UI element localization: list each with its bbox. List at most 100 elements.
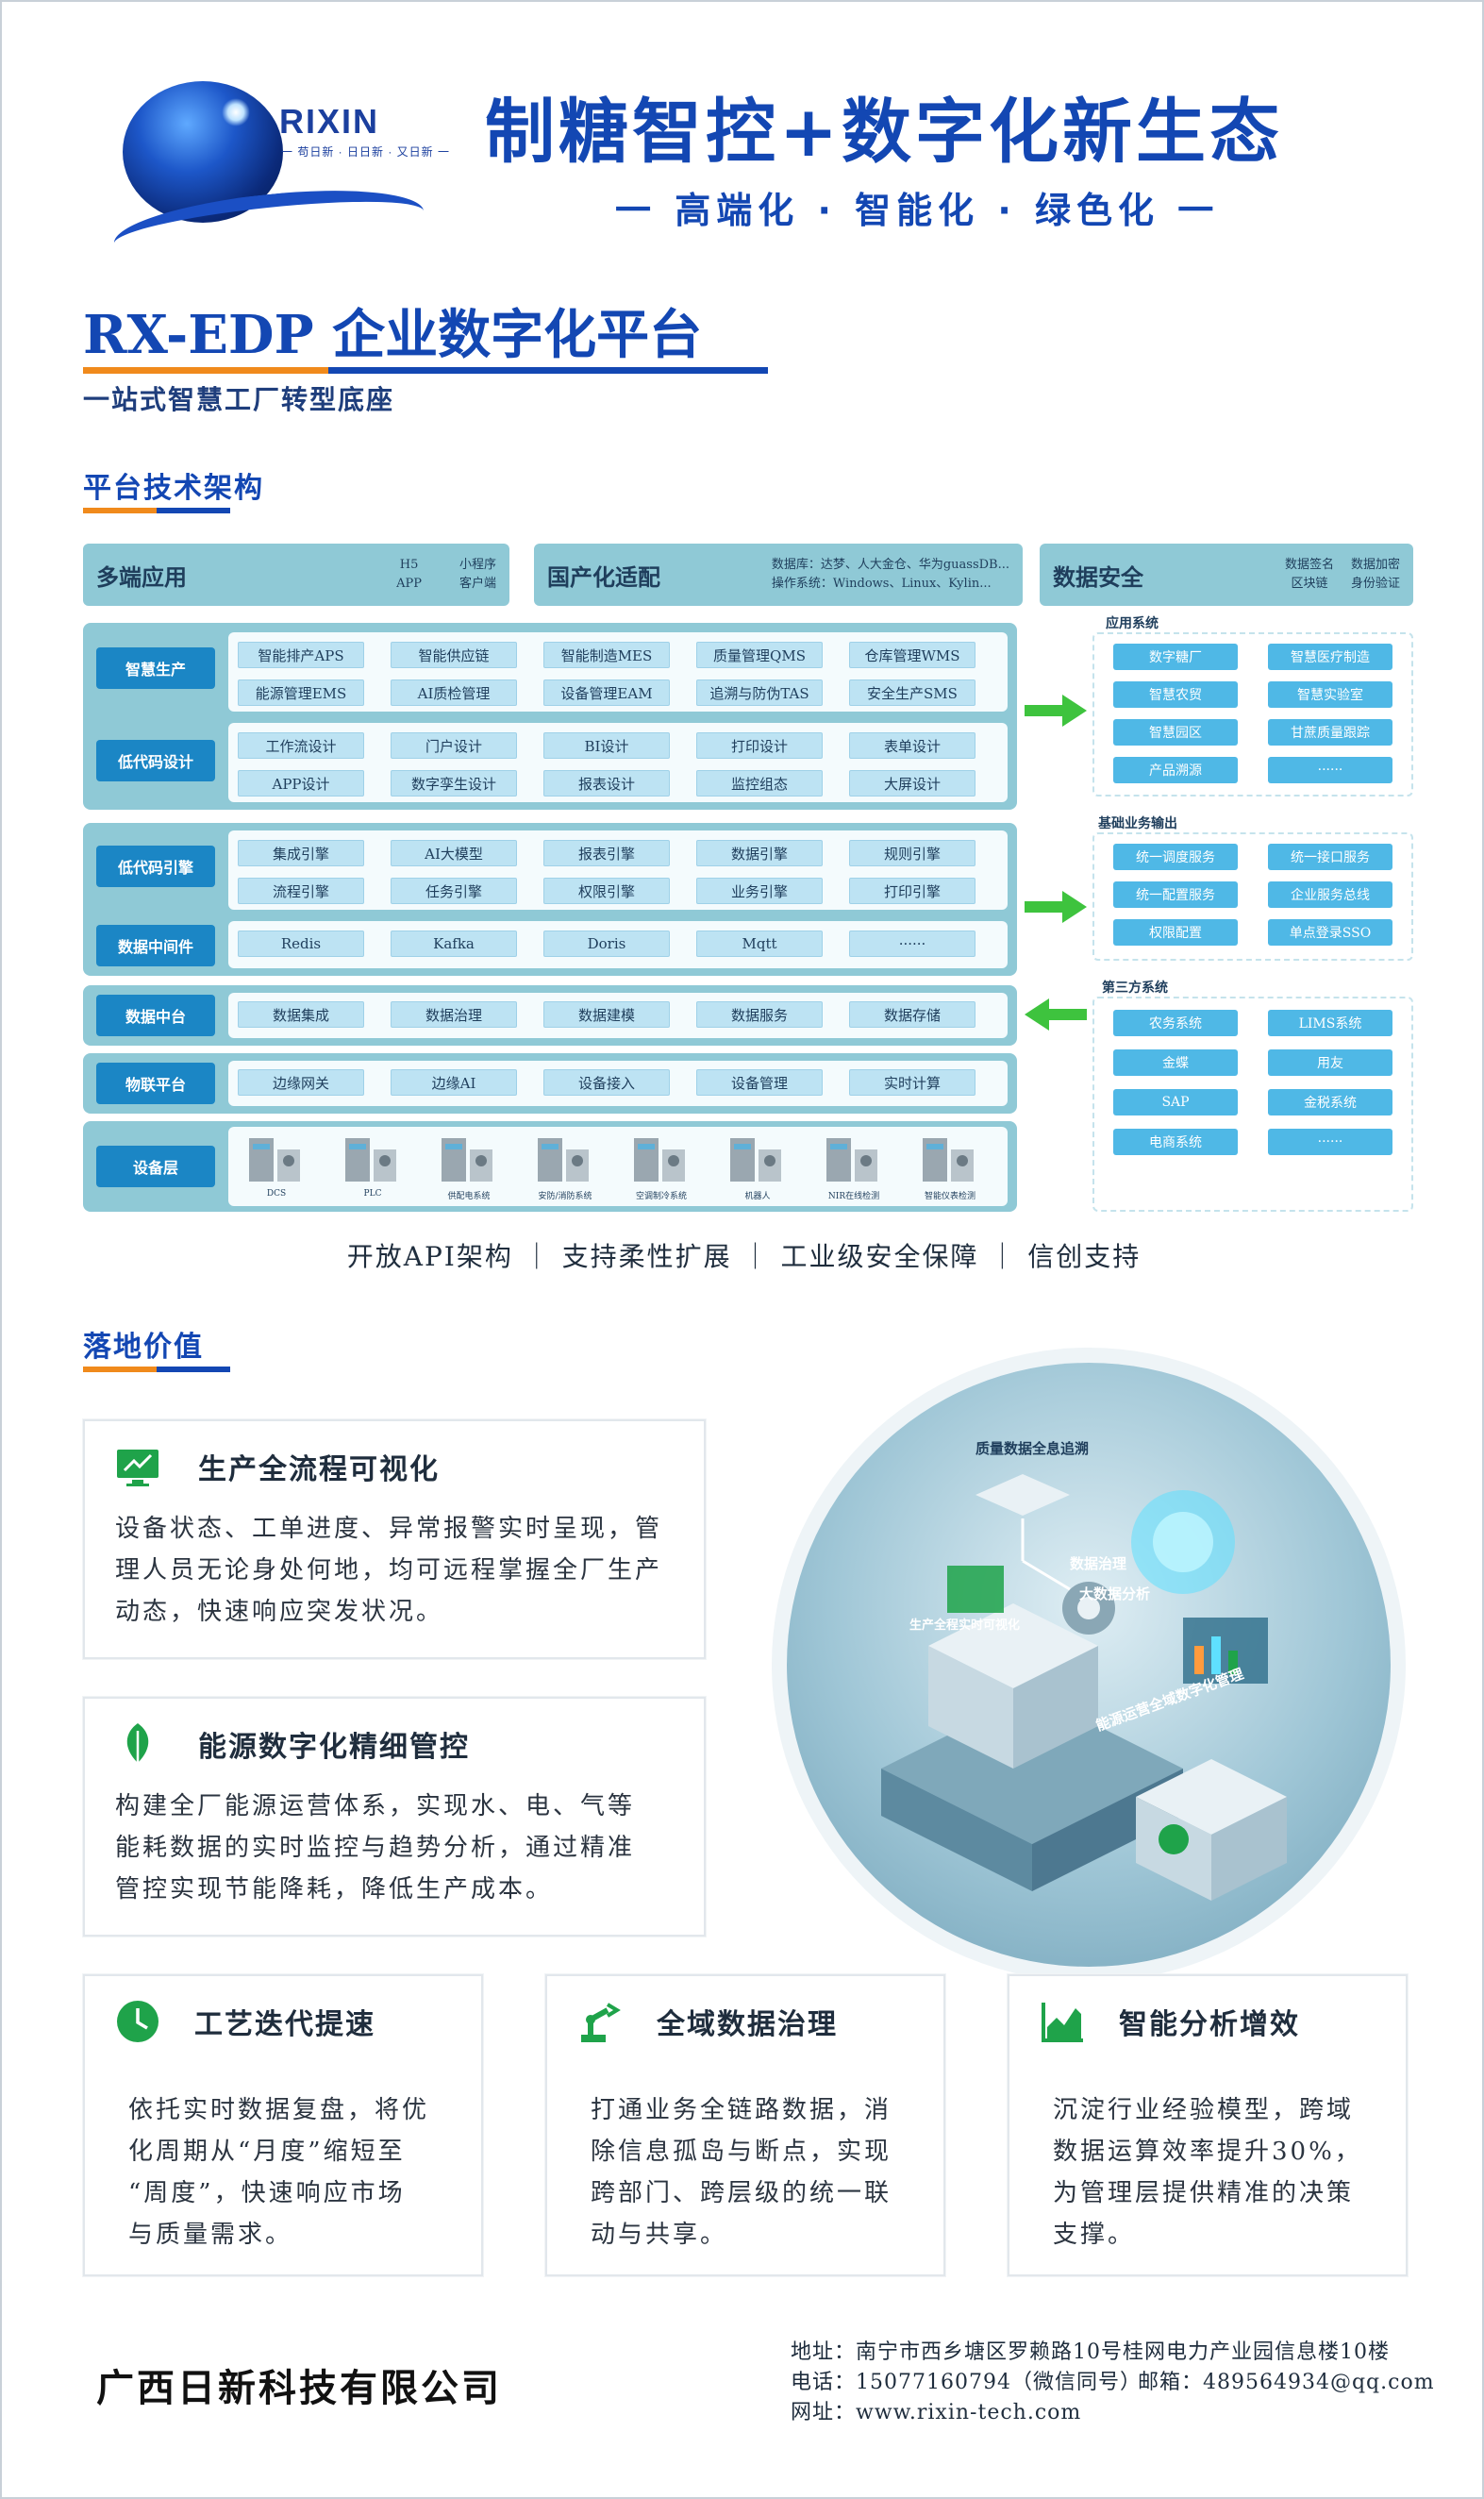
monitor-icon bbox=[117, 1450, 158, 1486]
arrow-right-icon bbox=[1025, 891, 1087, 923]
module-chip: 数字孪生设计 bbox=[391, 770, 517, 797]
img-label-bigdata: 大数据分析 bbox=[1079, 1585, 1150, 1602]
card-title: 工艺迭代提速 bbox=[194, 2008, 375, 2041]
tag-lowcode-design: 低代码设计 bbox=[96, 740, 215, 781]
module-chip: 监控组态 bbox=[696, 770, 823, 797]
img-label-governance: 数据治理 bbox=[1070, 1555, 1126, 1572]
card-line: 动与共享。 bbox=[591, 2221, 728, 2249]
value-card-visualization: 生产全流程可视化 设备状态、工单进度、异常报警实时呈现，管 理人员无论身处何地，… bbox=[83, 1419, 706, 1659]
device-label: 机器人 bbox=[744, 1192, 771, 1201]
card-line: “周度”，快速响应市场 bbox=[128, 2179, 406, 2207]
domestic-adapt-block: 国产化适配 数据库：达梦、人大金仓、华为guassDB... 操作系统：Wind… bbox=[534, 544, 1023, 606]
base-service-chip: 统一配置服务 bbox=[1113, 881, 1238, 908]
module-chip: 报表设计 bbox=[543, 770, 670, 797]
company-website[interactable]: 网址：www.rixin-tech.com bbox=[791, 2401, 1082, 2424]
app-system-chip: 智慧医疗制造 bbox=[1268, 644, 1392, 670]
device-icon bbox=[345, 1138, 396, 1182]
third-party-chip: 农务系统 bbox=[1113, 1010, 1238, 1036]
tag-device-layer: 设备层 bbox=[96, 1146, 215, 1187]
device-label: 空调制冷系统 bbox=[635, 1192, 687, 1201]
company-email: 邮箱：489564934@qq.com bbox=[1138, 2371, 1435, 2394]
client-label: 客户端 bbox=[459, 577, 496, 591]
device-icon bbox=[442, 1138, 492, 1182]
base-service-chip: 权限配置 bbox=[1113, 919, 1238, 946]
card-title: 能源数字化精细管控 bbox=[198, 1731, 470, 1764]
arrow-left-icon bbox=[1025, 998, 1087, 1031]
clock-icon bbox=[117, 2001, 158, 2042]
data-security-title: 数据安全 bbox=[1053, 562, 1143, 591]
module-chip: 智能制造MES bbox=[543, 642, 670, 668]
section-underline-accent bbox=[83, 1367, 157, 1372]
module-chip: 智能供应链 bbox=[391, 642, 517, 668]
tag-data-middleware: 数据中间件 bbox=[96, 925, 215, 966]
data-center-chip: 数据建模 bbox=[543, 1001, 670, 1028]
logo-slogan: 一 苟日新 · 日日新 · 又日新 一 bbox=[281, 145, 450, 159]
device-label: PLC bbox=[363, 1189, 382, 1199]
module-chip: 集成引擎 bbox=[238, 840, 364, 866]
module-chip: 任务引擎 bbox=[391, 878, 517, 904]
card-line: 打通业务全链路数据，消 bbox=[591, 2096, 892, 2124]
module-chip: 表单设计 bbox=[849, 732, 975, 759]
robot-arm-icon bbox=[581, 2003, 621, 2042]
device-label: 供配电系统 bbox=[447, 1192, 491, 1201]
card-line: 与质量需求。 bbox=[128, 2221, 293, 2249]
card-body: 沉淀行业经验模型，跨域 数据运算效率提升30%， 为管理层提供精准的决策 支撑。 bbox=[1053, 2089, 1362, 2256]
module-chip: AI质检管理 bbox=[391, 679, 517, 706]
iot-chip: 设备接入 bbox=[543, 1069, 670, 1096]
device-label: 安防/消防系统 bbox=[538, 1192, 592, 1201]
data-center-chip: 数据存储 bbox=[849, 1001, 975, 1028]
miniprogram-label: 小程序 bbox=[459, 558, 496, 572]
module-chip: APP设计 bbox=[238, 770, 364, 797]
device-icon bbox=[826, 1138, 877, 1182]
card-line: 依托实时数据复盘，将优 bbox=[128, 2096, 430, 2124]
card-line: 化周期从“月度”缩短至 bbox=[128, 2138, 406, 2166]
card-line: 能耗数据的实时监控与趋势分析，通过精准 bbox=[115, 1834, 636, 1862]
section-underline bbox=[83, 1367, 230, 1372]
module-chip: 权限引擎 bbox=[543, 878, 670, 904]
data-center-chip: 数据治理 bbox=[391, 1001, 517, 1028]
module-chip: 工作流设计 bbox=[238, 732, 364, 759]
device-icon bbox=[730, 1138, 781, 1182]
tag-data-center: 数据中台 bbox=[96, 995, 215, 1036]
third-party-chip: 金蝶 bbox=[1113, 1049, 1238, 1076]
h5-label: H5 bbox=[399, 558, 419, 572]
blockchain-label: 区块链 bbox=[1291, 577, 1328, 591]
device-icon bbox=[634, 1138, 685, 1182]
app-system-chip: 智慧农贸 bbox=[1113, 681, 1238, 708]
domestic-adapt-title: 国产化适配 bbox=[547, 562, 660, 591]
third-party-chip: ······ bbox=[1268, 1129, 1392, 1155]
middleware-chip: Kafka bbox=[391, 931, 517, 957]
device-icon bbox=[538, 1138, 589, 1182]
module-chip: BI设计 bbox=[543, 732, 670, 759]
card-line: 动态，快速响应突发状况。 bbox=[115, 1598, 444, 1626]
section-title-architecture: 平台技术架构 bbox=[83, 472, 264, 505]
data-signature-label: 数据签名 bbox=[1284, 558, 1334, 572]
third-party-chip: 用友 bbox=[1268, 1049, 1392, 1076]
device-icon bbox=[249, 1138, 300, 1182]
card-line: 跨部门、跨层级的统一联 bbox=[591, 2179, 892, 2207]
middleware-chip: Mqtt bbox=[696, 931, 823, 957]
base-service-chip: 单点登录SSO bbox=[1268, 919, 1392, 946]
card-title: 全域数据治理 bbox=[657, 2008, 838, 2041]
section-title-value: 落地价值 bbox=[83, 1331, 204, 1364]
card-line: 为管理层提供精准的决策 bbox=[1053, 2179, 1355, 2207]
card-title: 智能分析增效 bbox=[1119, 2008, 1300, 2041]
company-address: 地址：南宁市西乡塘区罗赖路10号桂网电力产业园信息楼10楼 bbox=[791, 2340, 1390, 2364]
middleware-chip: ······ bbox=[849, 931, 975, 957]
module-chip: 流程引擎 bbox=[238, 878, 364, 904]
header-title: 制糖智控+数字化新生态 bbox=[485, 92, 1284, 173]
module-chip: 追溯与防伪TAS bbox=[696, 679, 823, 706]
card-body: 设备状态、工单进度、异常报警实时呈现，管 理人员无论身处何地，均可远程掌握全厂生… bbox=[115, 1508, 662, 1633]
database-support: 数据库：达梦、人大金仓、华为guassDB... bbox=[771, 558, 1009, 572]
data-center-chip: 数据集成 bbox=[238, 1001, 364, 1028]
module-chip: 智能排产APS bbox=[238, 642, 364, 668]
module-chip: 大屏设计 bbox=[849, 770, 975, 797]
middleware-chip: Doris bbox=[543, 931, 670, 957]
